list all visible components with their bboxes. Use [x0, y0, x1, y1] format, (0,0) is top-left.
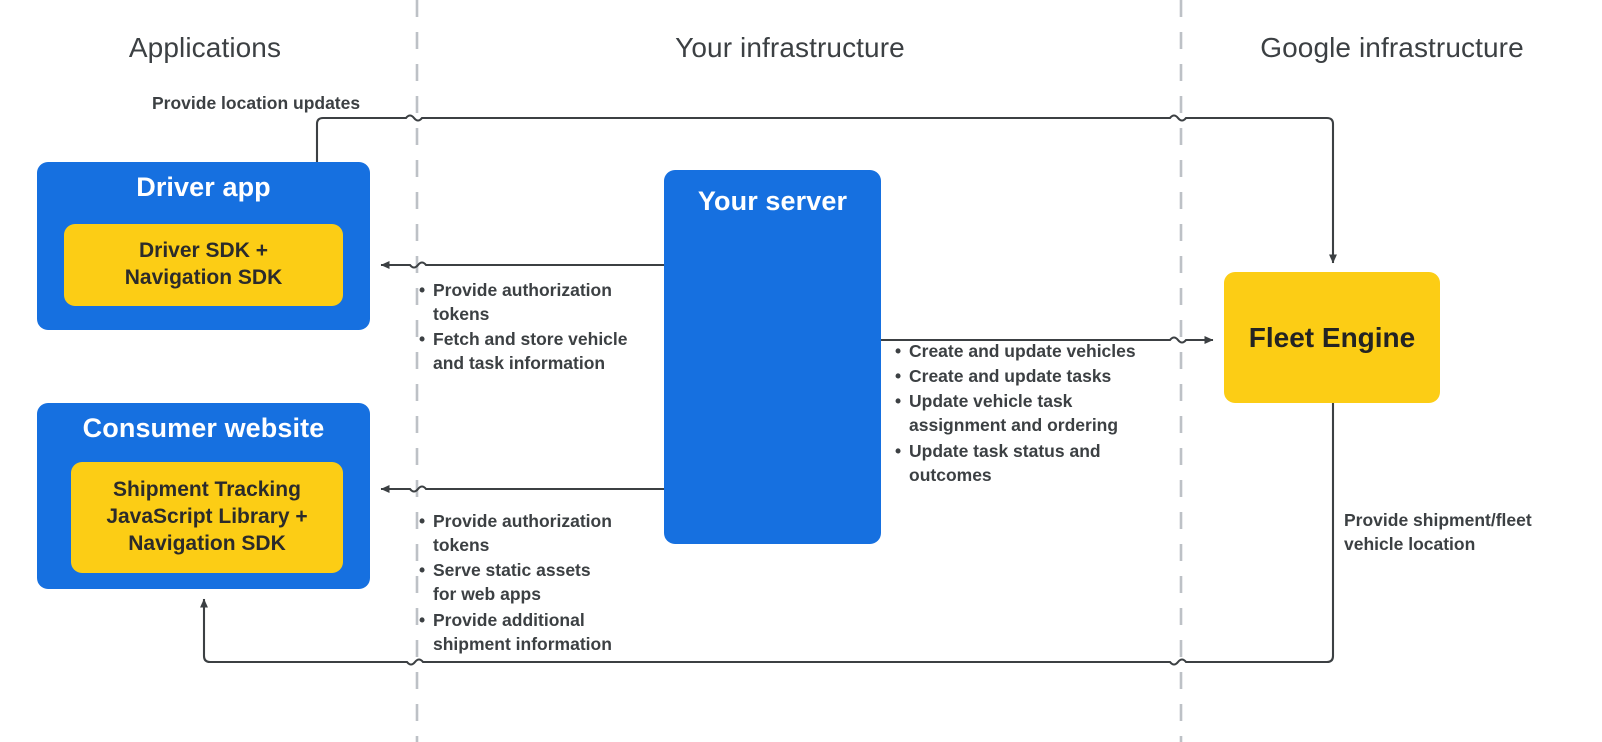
chip-driver-sdk-navigation-sdk[interactable]: Driver SDK + Navigation SDK	[64, 224, 343, 306]
annotation-server-to-consumer-website: Provide authorization tokens Serve stati…	[419, 509, 659, 657]
zone-title-google-infrastructure: Google infrastructure	[1260, 32, 1524, 63]
annotation-server-to-driver-app: Provide authorization tokens Fetch and s…	[419, 278, 659, 377]
list-item: Provide additional shipment information	[419, 608, 659, 656]
node-consumer-website-title: Consumer website	[82, 413, 325, 443]
annotation-provide-location-updates: Provide location updates	[152, 93, 361, 113]
zone-title-applications: Applications	[128, 32, 282, 63]
connector-server-to-driver-app	[380, 261, 664, 269]
chip-shipment-tracking-library[interactable]: Shipment Tracking JavaScript Library + N…	[71, 462, 343, 573]
node-your-server-title: Your server	[697, 186, 848, 216]
annotation-list: Provide authorization tokens Fetch and s…	[419, 278, 659, 376]
annotation-list: Create and update vehicles Create and up…	[895, 339, 1165, 487]
annotation-provide-shipment-fleet-vehicle-location: Provide shipment/fleet vehicle location	[1344, 510, 1532, 555]
list-item: Serve static assets for web apps	[419, 558, 659, 606]
list-item: Create and update vehicles	[895, 339, 1165, 363]
chip-shipment-tracking-label: Shipment Tracking JavaScript Library + N…	[106, 478, 308, 555]
node-driver-app[interactable]: Driver app Driver SDK + Navigation SDK	[37, 162, 370, 330]
node-your-server[interactable]: Your server	[664, 170, 881, 544]
node-driver-app-title: Driver app	[136, 172, 271, 202]
zone-title-your-infrastructure: Your infrastructure	[675, 32, 905, 63]
list-item: Create and update tasks	[895, 364, 1165, 388]
list-item: Update vehicle task assignment and order…	[895, 389, 1165, 437]
list-item: Update task status and outcomes	[895, 439, 1165, 487]
node-consumer-website[interactable]: Consumer website Shipment Tracking JavaS…	[37, 403, 370, 589]
annotation-server-to-fleet-engine: Create and update vehicles Create and up…	[895, 339, 1165, 488]
list-item: Fetch and store vehicle and task informa…	[419, 327, 659, 375]
list-item: Provide authorization tokens	[419, 278, 659, 326]
chip-driver-sdk-label: Driver SDK + Navigation SDK	[124, 239, 283, 289]
node-fleet-engine[interactable]: Fleet Engine	[1224, 272, 1440, 403]
node-fleet-engine-title: Fleet Engine	[1248, 321, 1416, 353]
list-item: Provide authorization tokens	[419, 509, 659, 557]
connector-server-to-consumer-website	[380, 485, 664, 493]
annotation-list: Provide authorization tokens Serve stati…	[419, 509, 659, 656]
